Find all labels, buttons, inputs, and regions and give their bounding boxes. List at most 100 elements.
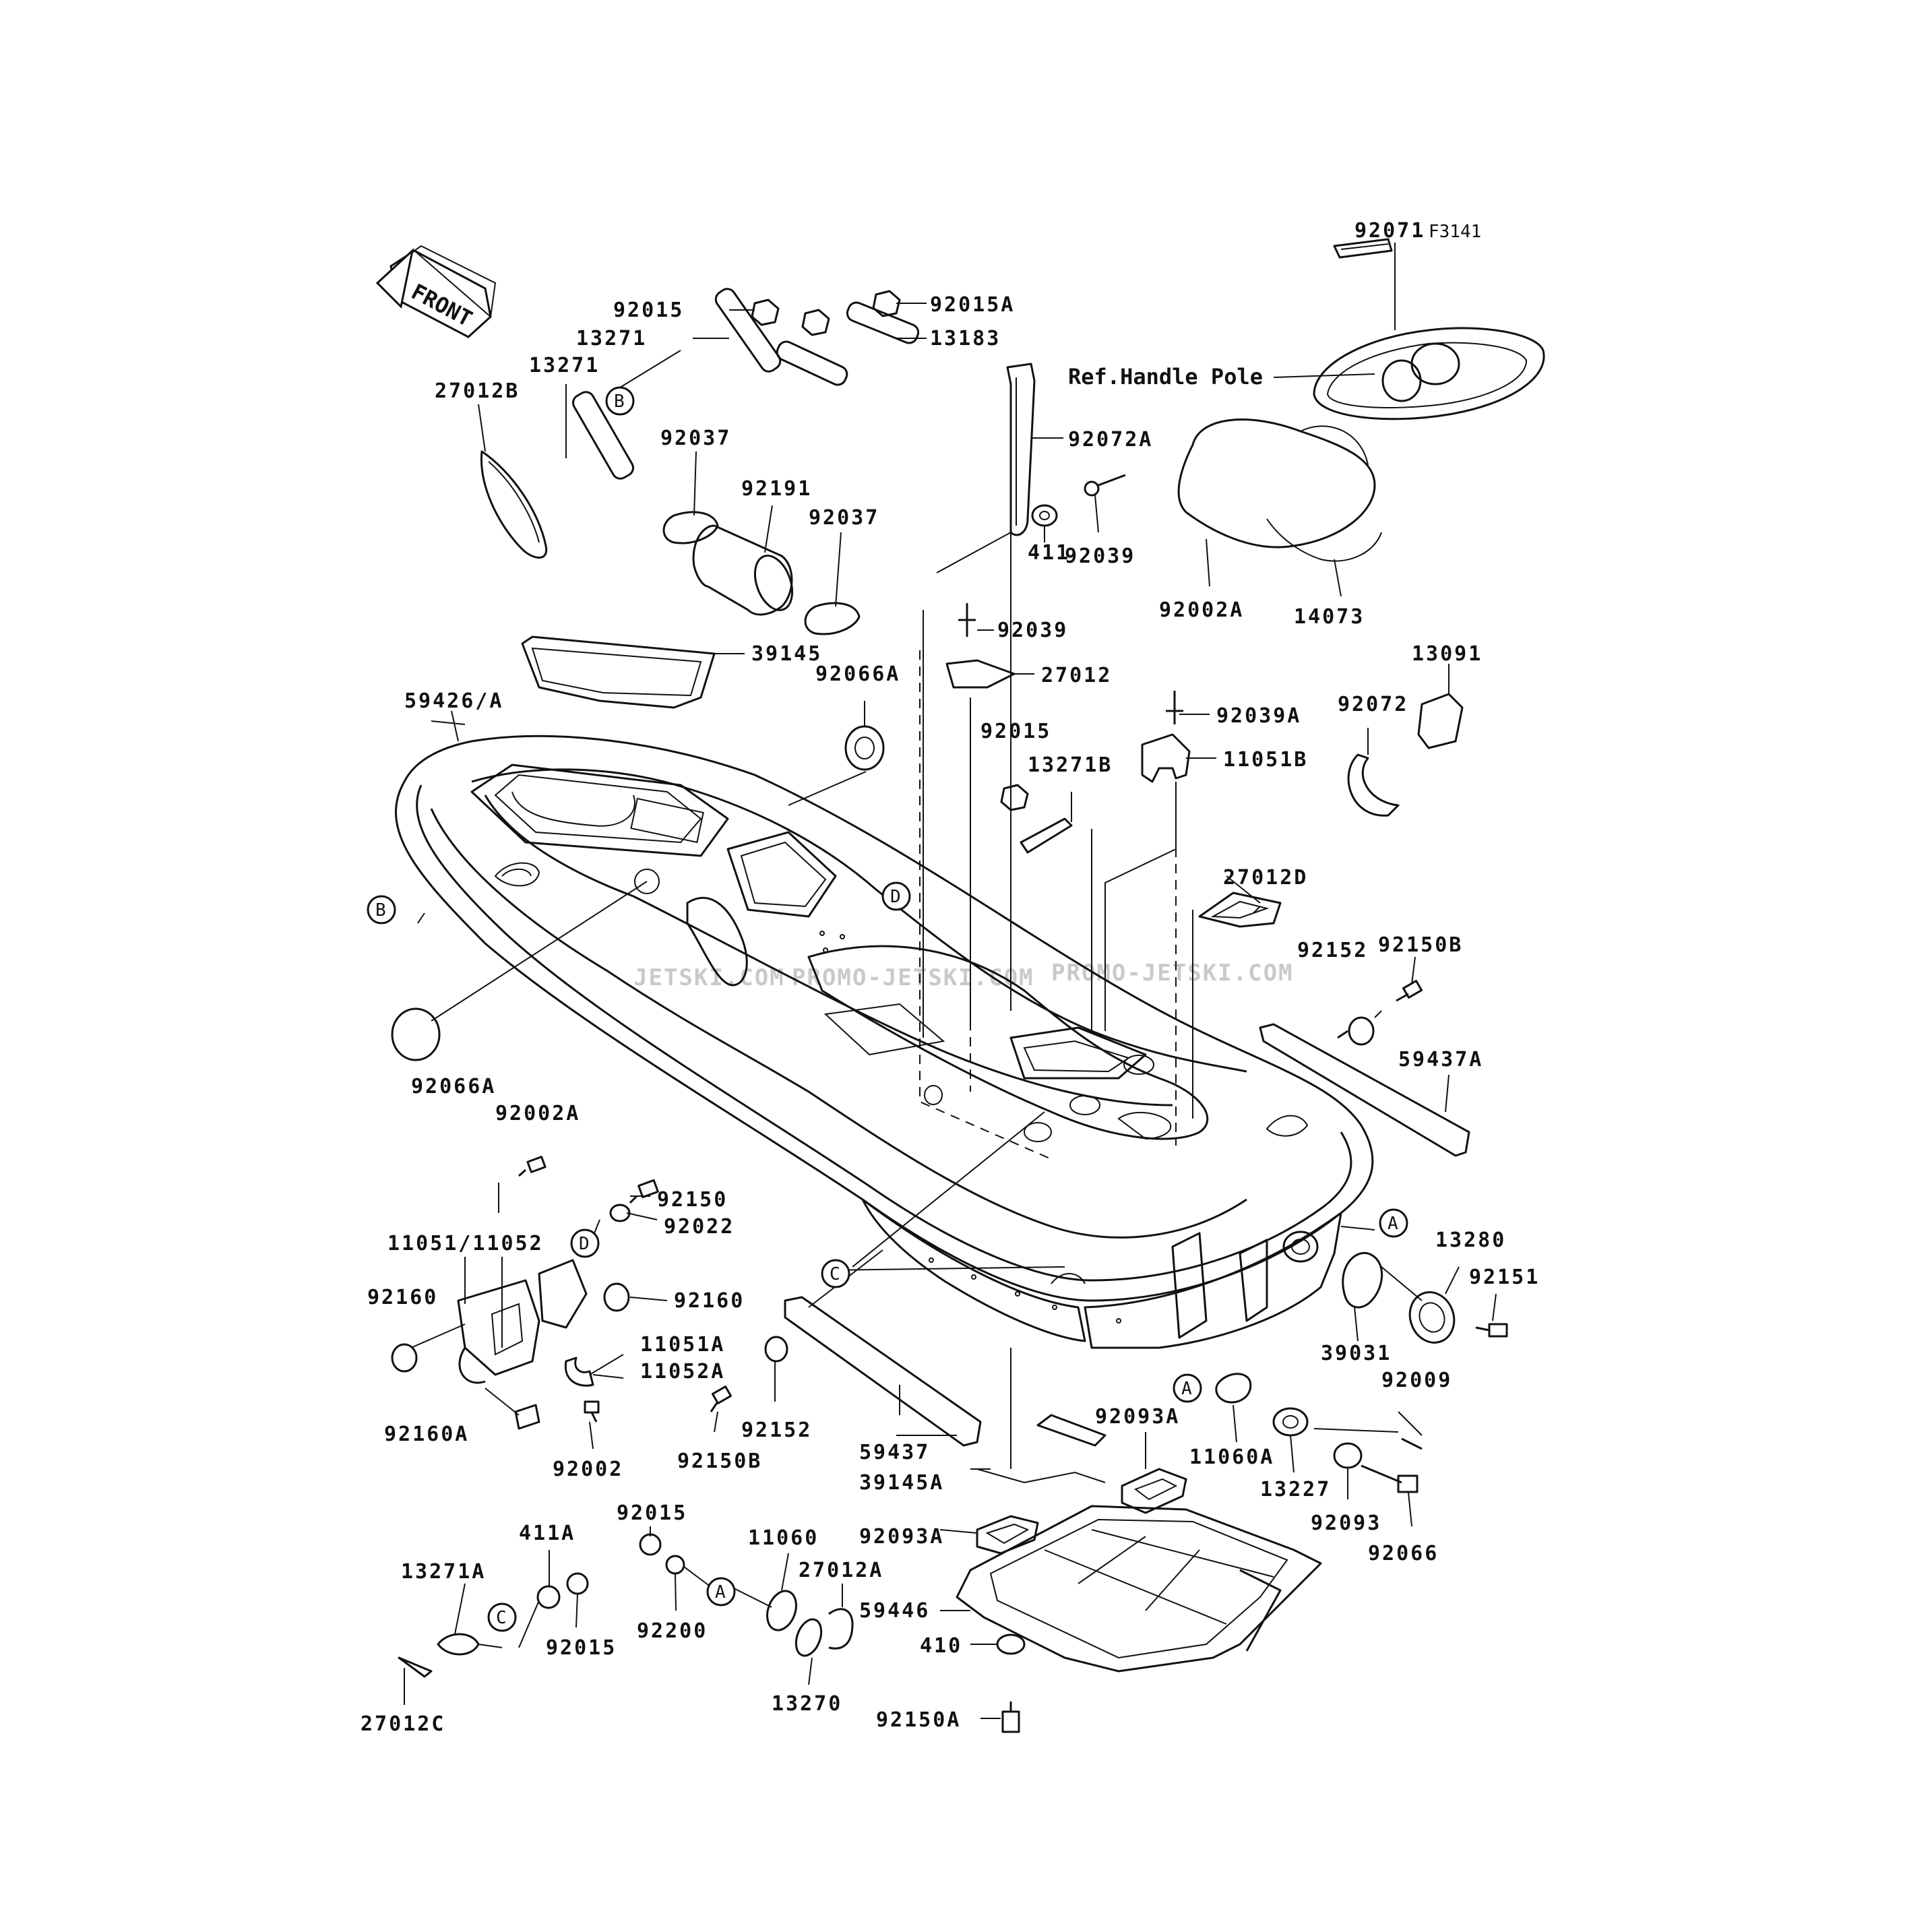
plate-13271a bbox=[437, 1633, 480, 1656]
nut-92015-bottom bbox=[639, 1533, 662, 1556]
front-arrow-icon: FRONT bbox=[375, 245, 497, 338]
label-92200: 92200 bbox=[637, 1619, 708, 1643]
label-92066a-bottom: 92066A bbox=[411, 1075, 496, 1098]
label-92002a-top: 92002A bbox=[1159, 598, 1244, 622]
bolt-13271b bbox=[1020, 817, 1073, 854]
label-39145a: 39145A bbox=[859, 1471, 944, 1495]
label-92072a: 92072A bbox=[1068, 428, 1153, 451]
gasket-39145a bbox=[1036, 1414, 1107, 1447]
label-27012b: 27012B bbox=[435, 379, 520, 403]
label-27012c: 27012C bbox=[361, 1712, 445, 1736]
label-11052a: 11052A bbox=[640, 1360, 725, 1383]
screw-92152-right bbox=[1337, 1016, 1375, 1046]
svg-text:D: D bbox=[890, 887, 901, 907]
grommet-92160-right bbox=[603, 1282, 630, 1312]
clip-27012c bbox=[398, 1656, 433, 1678]
washer-92022 bbox=[609, 1204, 631, 1222]
label-11060: 11060 bbox=[748, 1526, 819, 1550]
label-13280: 13280 bbox=[1435, 1228, 1506, 1252]
bolt-92066 bbox=[1361, 1464, 1419, 1493]
label-11051b: 11051B bbox=[1223, 748, 1308, 772]
plate-27012d bbox=[1198, 892, 1282, 928]
label-411: 411 bbox=[1028, 541, 1070, 565]
hose-92191 bbox=[692, 524, 794, 616]
plate-13183-b bbox=[846, 301, 920, 344]
label-14073: 14073 bbox=[1294, 605, 1365, 629]
label-13271-top: 13271 bbox=[576, 327, 647, 350]
label-92009: 92009 bbox=[1381, 1369, 1452, 1392]
nut-92015-bottom-right bbox=[566, 1572, 589, 1595]
label-59446: 59446 bbox=[859, 1599, 930, 1623]
label-92037-b: 92037 bbox=[809, 506, 879, 530]
label-39031: 39031 bbox=[1321, 1342, 1392, 1365]
label-92160-right: 92160 bbox=[674, 1289, 745, 1313]
label-27012d: 27012D bbox=[1223, 866, 1308, 890]
label-92191: 92191 bbox=[741, 477, 812, 501]
clamp-92037-b bbox=[804, 602, 861, 635]
label-92015-top: 92015 bbox=[613, 299, 684, 322]
label-92152-right: 92152 bbox=[1297, 939, 1368, 962]
label-27012: 27012 bbox=[1041, 664, 1112, 687]
part-labels: 92071 92015 92015A 13271 13183 13271 270… bbox=[361, 219, 1540, 1736]
label-92071: 92071 bbox=[1354, 219, 1425, 243]
screw-92150b-right bbox=[1396, 980, 1423, 1002]
label-13271b: 13271B bbox=[1028, 753, 1113, 777]
strake-59437a bbox=[1259, 1023, 1470, 1157]
plate-11060 bbox=[766, 1590, 797, 1631]
ride-plate-59446 bbox=[956, 1505, 1322, 1673]
bracket-11051b bbox=[1141, 733, 1191, 783]
label-92072: 92072 bbox=[1338, 693, 1408, 716]
pad-92093a-left bbox=[976, 1515, 1039, 1555]
label-92150-left: 92150 bbox=[657, 1188, 728, 1212]
svg-text:A: A bbox=[1181, 1379, 1192, 1399]
marker-d-hull: D bbox=[881, 881, 911, 911]
pad-92093a-right bbox=[1121, 1468, 1187, 1514]
nut-92015a-2 bbox=[801, 309, 830, 336]
label-92093a-left: 92093A bbox=[859, 1525, 944, 1549]
label-13183: 13183 bbox=[930, 327, 1001, 350]
nut-92015 bbox=[751, 299, 780, 326]
screw-92152-left bbox=[764, 1336, 788, 1363]
watermark-3: PROMO-JETSKI.COM bbox=[1051, 960, 1294, 987]
washer-92200 bbox=[665, 1555, 685, 1575]
marker-b-left: B bbox=[367, 895, 396, 925]
cone-39031 bbox=[1342, 1251, 1383, 1309]
marker-c-bottom: C bbox=[487, 1602, 517, 1632]
grommet-92160a bbox=[514, 1404, 540, 1430]
label-13271-mid: 13271 bbox=[529, 354, 600, 377]
marker-c-hull: C bbox=[821, 1259, 850, 1288]
svg-text:B: B bbox=[375, 900, 386, 921]
label-92039a: 92039A bbox=[1216, 704, 1301, 728]
plate-27012b bbox=[480, 450, 548, 559]
label-92002: 92002 bbox=[553, 1458, 623, 1481]
label-13091: 13091 bbox=[1412, 642, 1483, 666]
part-13091 bbox=[1417, 693, 1464, 749]
solid-guides bbox=[923, 531, 1193, 1119]
label-92093: 92093 bbox=[1311, 1512, 1381, 1535]
label-92150a: 92150A bbox=[876, 1708, 961, 1732]
strake-59437 bbox=[784, 1296, 982, 1447]
nut-92015-mid bbox=[1000, 784, 1029, 811]
marker-b-top: B bbox=[605, 386, 635, 416]
washer-411 bbox=[1031, 504, 1058, 527]
marker-a-right: A bbox=[1379, 1208, 1408, 1238]
label-59437: 59437 bbox=[859, 1441, 930, 1464]
nut-92015a-1 bbox=[872, 290, 901, 317]
bolt-92150-left bbox=[629, 1179, 659, 1204]
washer-411a bbox=[536, 1585, 561, 1609]
label-92160a: 92160A bbox=[384, 1423, 469, 1446]
label-92039-lower: 92039 bbox=[997, 619, 1068, 642]
cap-92066a bbox=[844, 725, 885, 771]
label-39145: 39145 bbox=[751, 642, 822, 666]
label-92152-left: 92152 bbox=[741, 1419, 812, 1442]
marker-d-left: D bbox=[570, 1228, 600, 1258]
bracket-11051-11052 bbox=[457, 1259, 588, 1384]
label-92151: 92151 bbox=[1469, 1266, 1540, 1289]
label-92037-a: 92037 bbox=[660, 427, 731, 450]
screw-92151 bbox=[1475, 1323, 1508, 1338]
svg-text:B: B bbox=[614, 392, 625, 412]
grommet-92160-left bbox=[391, 1343, 418, 1373]
label-92015-bottom-mid: 92015 bbox=[617, 1501, 687, 1525]
label-92015-mid: 92015 bbox=[980, 720, 1051, 743]
label-92022: 92022 bbox=[664, 1215, 735, 1239]
